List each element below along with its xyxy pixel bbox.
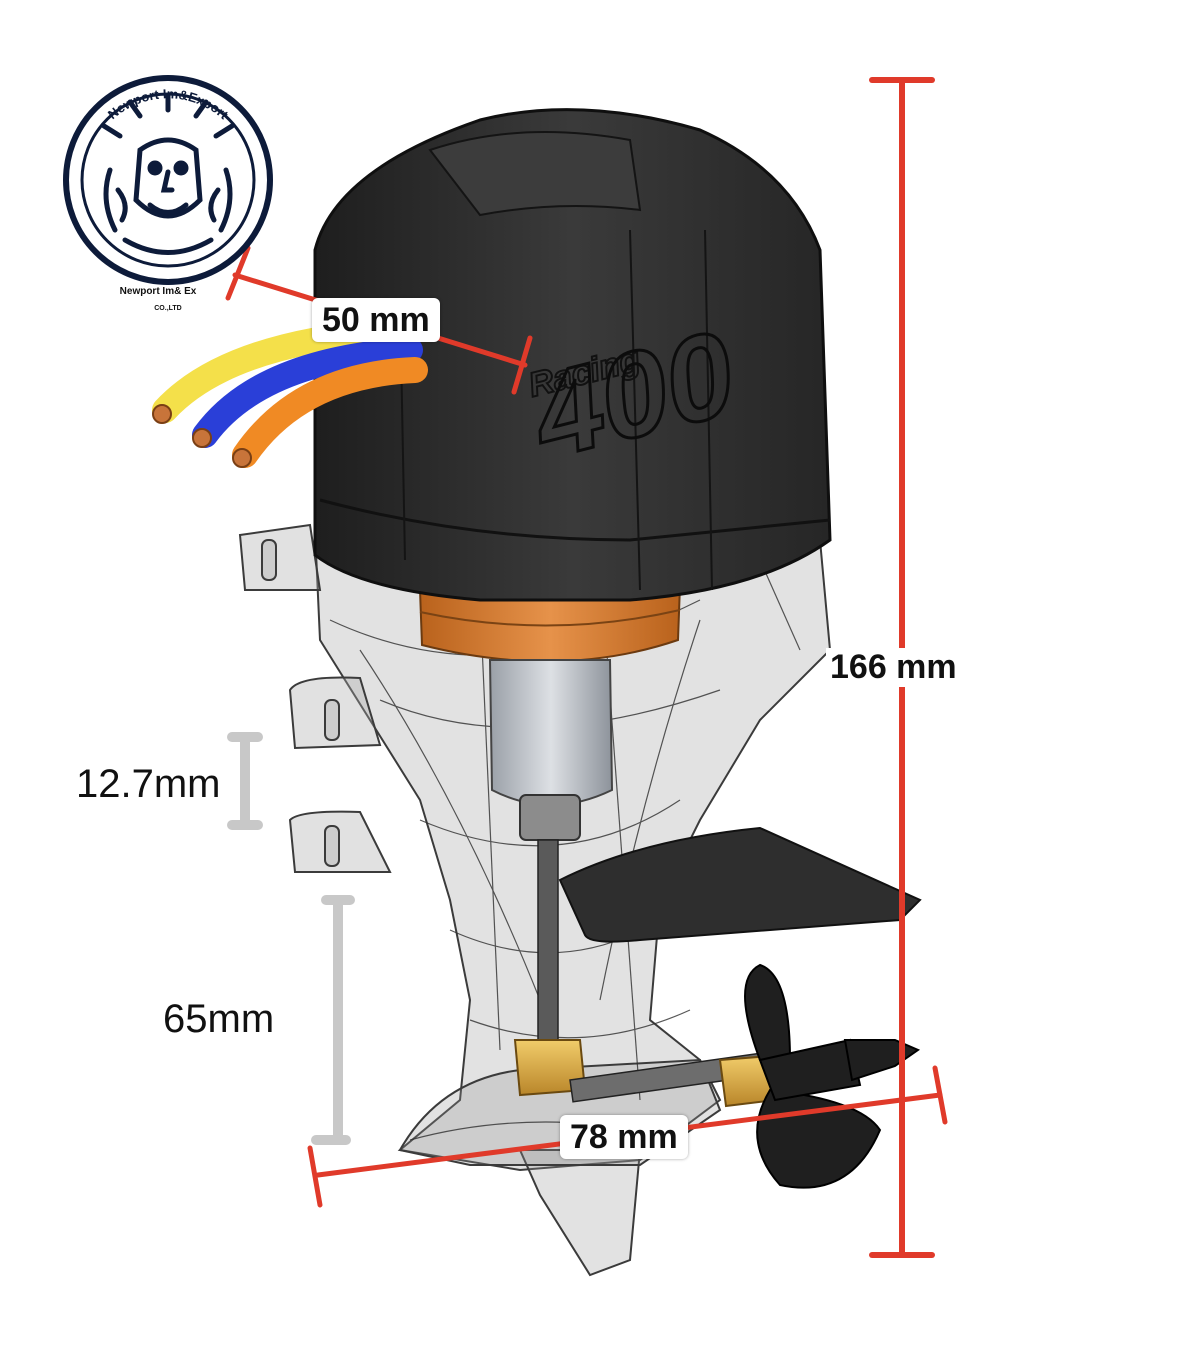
bracket-bolt-middle <box>324 699 340 741</box>
mounting-bracket <box>238 523 392 873</box>
wire-blue-tip <box>192 428 212 448</box>
wire-orange-tip <box>232 448 252 468</box>
motor-stator <box>418 583 682 663</box>
dim-length-bottom-label: 78 mm <box>560 1115 688 1159</box>
dim-height-total-label: 166 mm <box>826 648 961 687</box>
prop-nose-cone <box>843 1039 921 1082</box>
prop-blade-upper <box>744 963 792 1061</box>
bracket-tab-middle <box>288 676 382 750</box>
dim-width-top-label: 50 mm <box>312 298 440 342</box>
logo-company-line1: Newport Im& Ex <box>120 286 197 297</box>
dim-lower-depth <box>311 895 355 1145</box>
bracket-tab-top <box>238 523 322 591</box>
motor-coupler <box>519 794 581 841</box>
skeg <box>518 1149 642 1277</box>
logo-company-line2: CO.,LTD <box>154 305 181 312</box>
cowling: Racing 400 <box>313 108 832 602</box>
logo-face-emblem <box>101 93 235 255</box>
wire-yellow-tip <box>152 404 172 424</box>
cavitation-plate <box>558 826 922 943</box>
bracket-bolt-top <box>261 539 277 581</box>
prop-hub <box>758 1038 862 1102</box>
cowling-shell <box>313 108 832 602</box>
dim-lower-depth-label: 65mm <box>163 997 275 1041</box>
cowling-top-panel <box>428 131 642 217</box>
dim-bracket-gap <box>227 732 263 830</box>
wire-blue <box>192 337 423 448</box>
company-logo: Newport Im&Export Newport Im& Ex CO.,LTD <box>63 75 273 312</box>
dim-bracket-gap-label: 12.7mm <box>76 762 221 806</box>
drive-shaft <box>537 839 559 1041</box>
propeller <box>744 963 921 1189</box>
wire-orange <box>232 357 428 468</box>
motor-can <box>488 659 614 806</box>
bracket-bolt-lower <box>324 825 340 867</box>
